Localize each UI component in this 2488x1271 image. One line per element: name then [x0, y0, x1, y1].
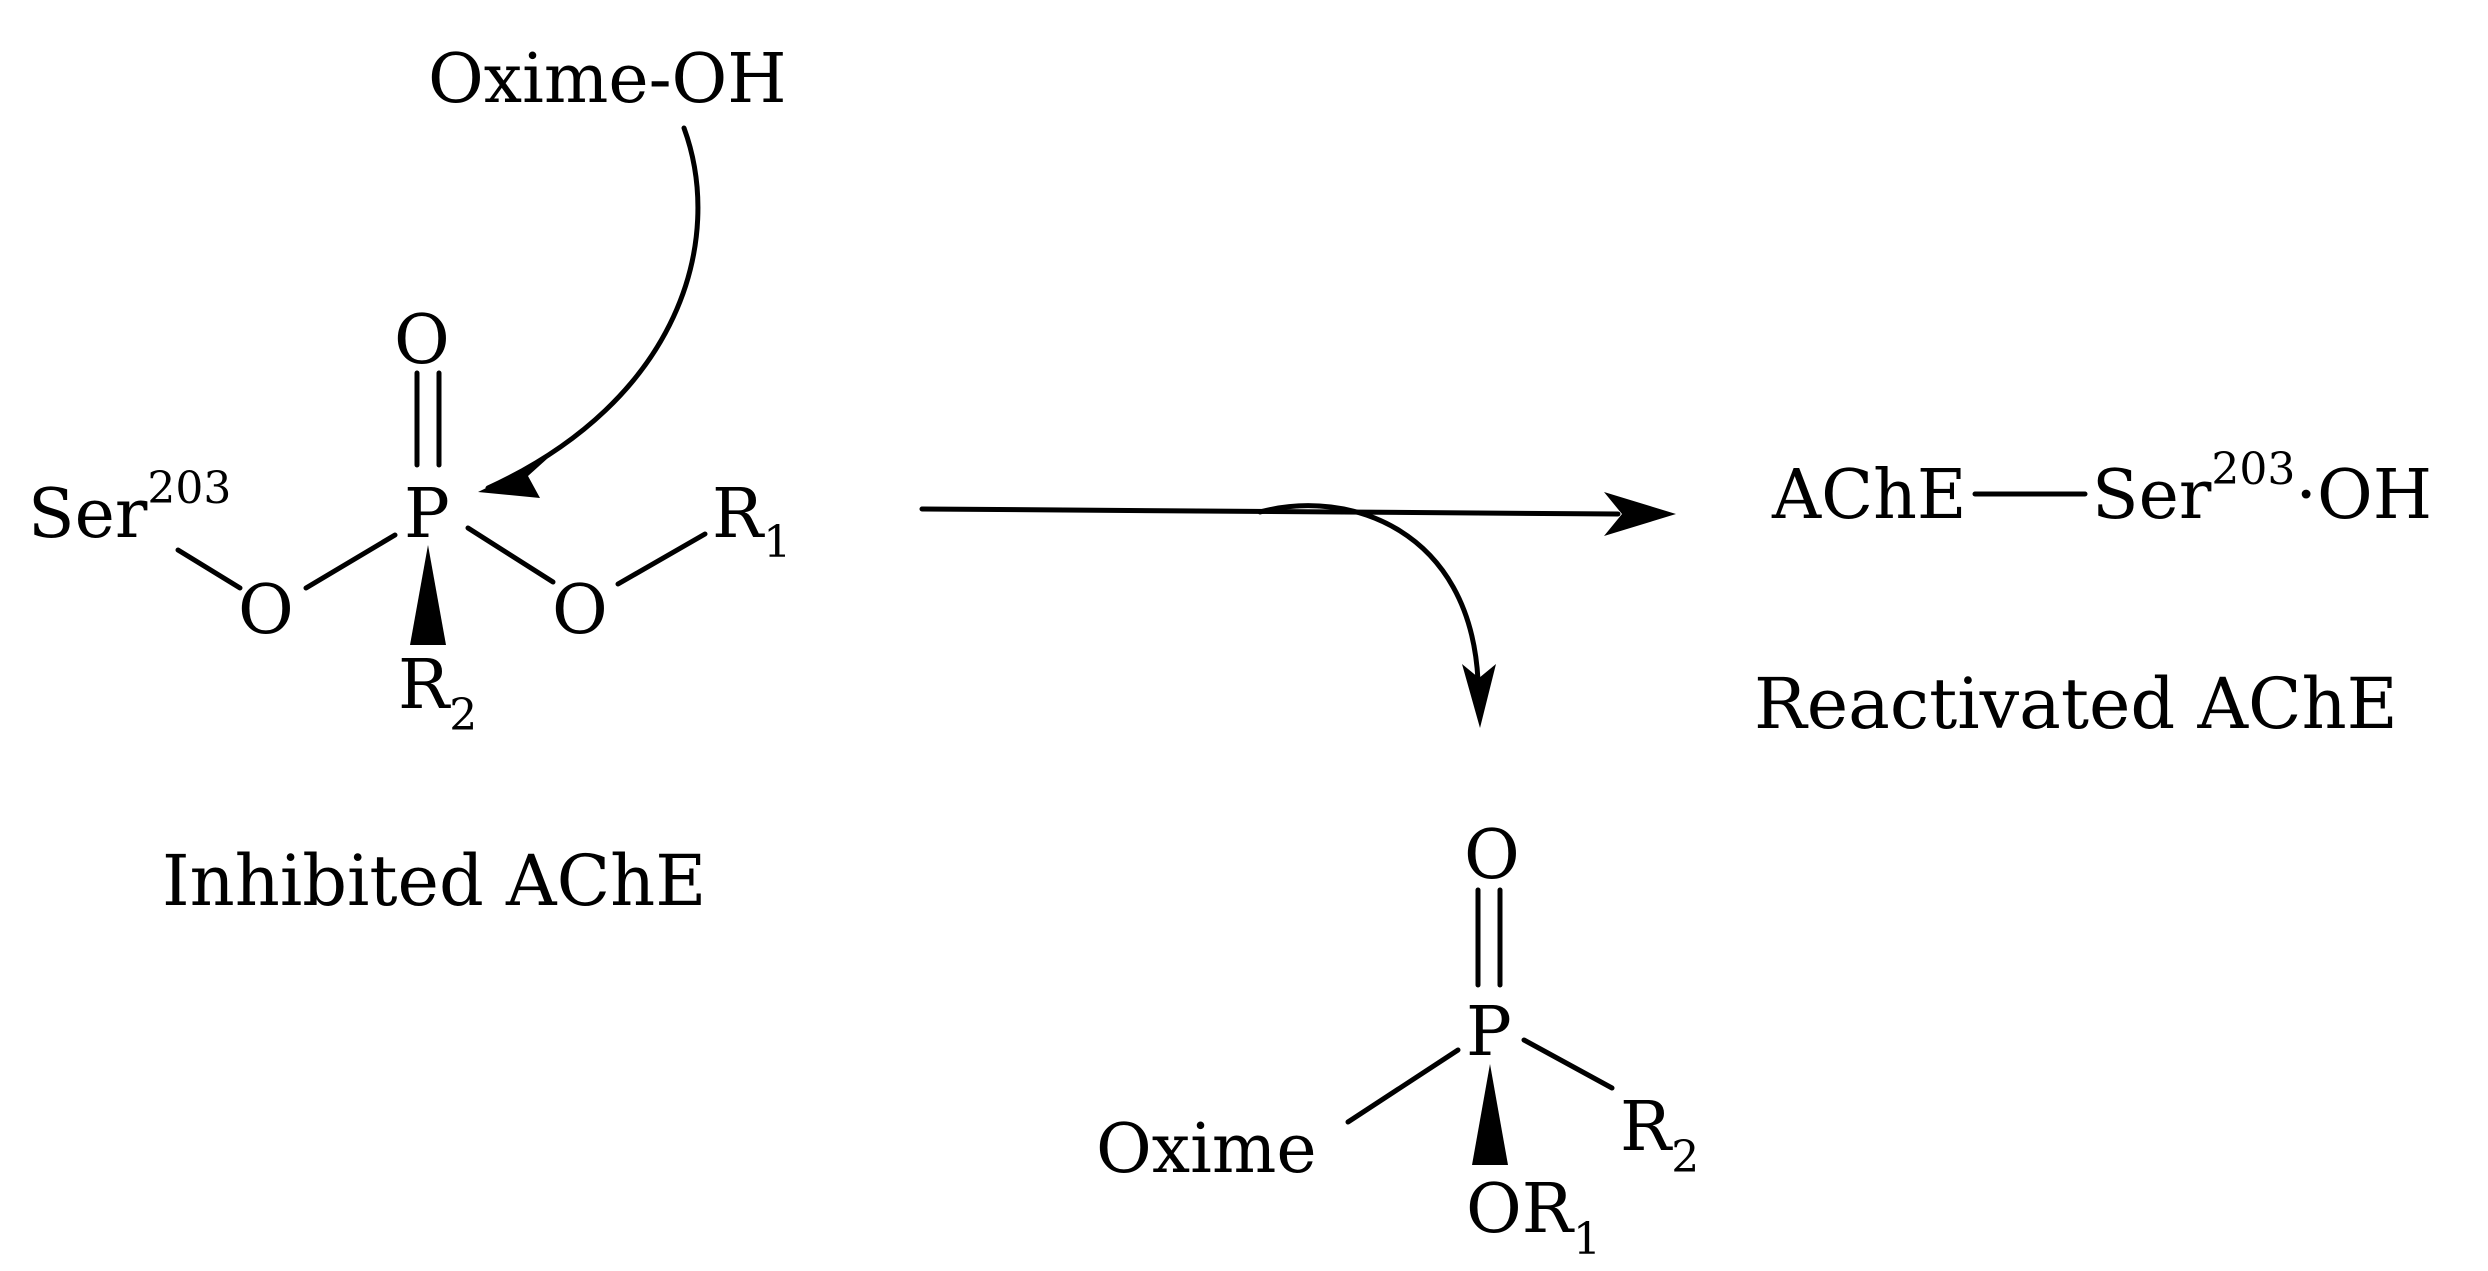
product-p-label: P: [1466, 993, 1512, 1072]
reactivated-ache-label: AChE: [1771, 456, 1967, 535]
inhibited-r1-text: R: [712, 475, 765, 554]
inhibited-p-r2-wedge-bond: [410, 545, 446, 645]
product-or1-label: OR1: [1466, 1170, 1601, 1265]
product-r2-text: R: [1620, 1088, 1673, 1167]
nucleophilic-attack-arrowhead: [478, 458, 548, 498]
o-left-p-bond: [303, 532, 398, 591]
inhibited-r1-subscript: 1: [763, 517, 791, 568]
o-right-r1-bond: [615, 531, 708, 587]
inhibited-ser-text: Ser: [28, 475, 148, 554]
reactivated-ser-text: Ser: [2092, 456, 2212, 535]
p-o-right-bond: [465, 525, 556, 585]
inhibited-o-left-label: O: [238, 571, 294, 650]
inhibited-r2-label: R2: [398, 646, 477, 741]
product-p-oxime-bond: [1345, 1047, 1461, 1125]
inhibited-ache-caption: Inhibited AChE: [162, 840, 706, 922]
inhibited-p-label: P: [404, 475, 450, 554]
inhibited-o-double-label: O: [394, 301, 450, 380]
inhibited-r2-subscript: 2: [449, 690, 477, 741]
product-p-r2-bond: [1521, 1037, 1615, 1091]
reactivated-oh-text: OH: [2317, 456, 2432, 535]
byproduct-branch-arrowhead: [1462, 664, 1496, 728]
nucleophilic-attack-arrow: [485, 125, 701, 491]
product-p-or1-wedge-bond: [1472, 1064, 1508, 1165]
inhibited-ser-superscript: 203: [147, 463, 231, 514]
inhibited-r1-label: R1: [712, 475, 791, 568]
product-or1-text: OR: [1466, 1170, 1575, 1249]
product-r2-label: R2: [1620, 1088, 1699, 1183]
reactivated-dot: ·: [2295, 456, 2317, 535]
product-r2-subscript: 2: [1671, 1132, 1699, 1183]
product-oxime-label: Oxime: [1096, 1110, 1317, 1189]
inhibited-o-right-label: O: [552, 571, 608, 650]
main-reaction-arrowhead: [1604, 492, 1676, 536]
product-or1-subscript: 1: [1573, 1214, 1601, 1265]
ser-o-bond: [175, 547, 243, 591]
inhibited-r2-text: R: [398, 646, 451, 725]
byproduct-branch-arrow: [1257, 503, 1481, 683]
oxime-oh-label: Oxime-OH: [428, 40, 787, 119]
product-o-double-label: O: [1464, 816, 1520, 895]
reactivated-ser-label: Ser203·OH: [2092, 444, 2432, 535]
reactivated-ache-caption: Reactivated AChE: [1754, 663, 2398, 745]
reactivated-ser-superscript: 203: [2211, 444, 2295, 495]
inhibited-ser-label: Ser203: [28, 463, 231, 554]
